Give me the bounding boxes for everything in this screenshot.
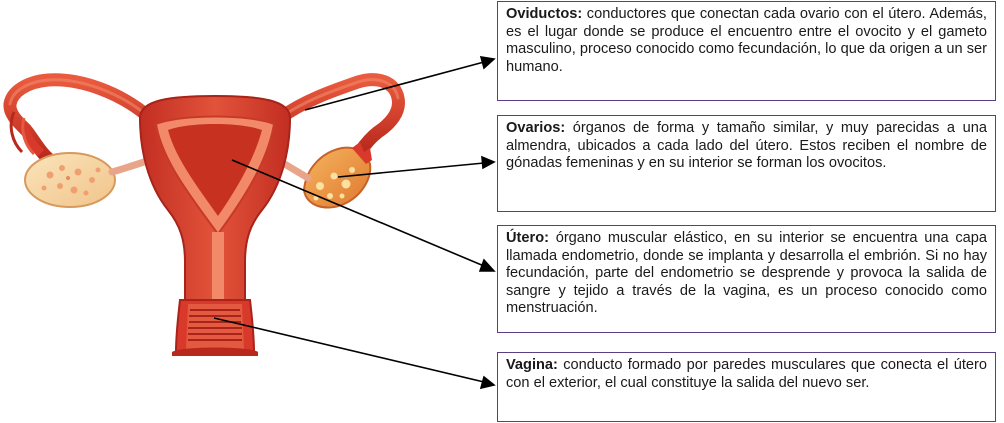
arrow-oviductos	[304, 61, 485, 111]
vagina	[172, 299, 258, 356]
label-term: Oviductos:	[506, 6, 583, 22]
label-box-ovarios: Ovarios: órganos de forma y tamaño simil…	[497, 115, 996, 212]
right-oviduct	[273, 73, 405, 159]
arrow-utero	[231, 159, 485, 267]
label-box-oviductos: Oviductos: conductores que conectan cada…	[497, 1, 996, 101]
label-description: órgano muscular elástico, en su interior…	[506, 230, 987, 317]
arrow-head-ovarios	[481, 155, 496, 170]
label-term: Útero:	[506, 230, 549, 246]
arrow-ovarios	[337, 162, 485, 178]
arrow-head-vagina	[479, 375, 496, 390]
arrow-head-utero	[478, 258, 496, 272]
label-description: conductores que conectan cada ovario con…	[506, 6, 987, 75]
label-term: Vagina:	[506, 357, 558, 373]
label-description: órganos de forma y tamaño similar, y muy…	[506, 120, 987, 172]
label-box-utero: Útero: órgano muscular elástico, en su i…	[497, 225, 996, 333]
uterus-body	[138, 94, 292, 301]
label-box-vagina: Vagina: conducto formado por paredes mus…	[497, 352, 996, 422]
left-ovary	[24, 152, 116, 208]
label-description: conducto formado por paredes musculares …	[506, 357, 987, 391]
label-term: Ovarios:	[506, 120, 566, 136]
right-ovary	[302, 142, 372, 209]
left-oviduct	[3, 73, 157, 167]
arrow-vagina	[213, 317, 485, 383]
pointer-arrows	[213, 56, 496, 390]
arrow-head-oviductos	[479, 56, 496, 70]
